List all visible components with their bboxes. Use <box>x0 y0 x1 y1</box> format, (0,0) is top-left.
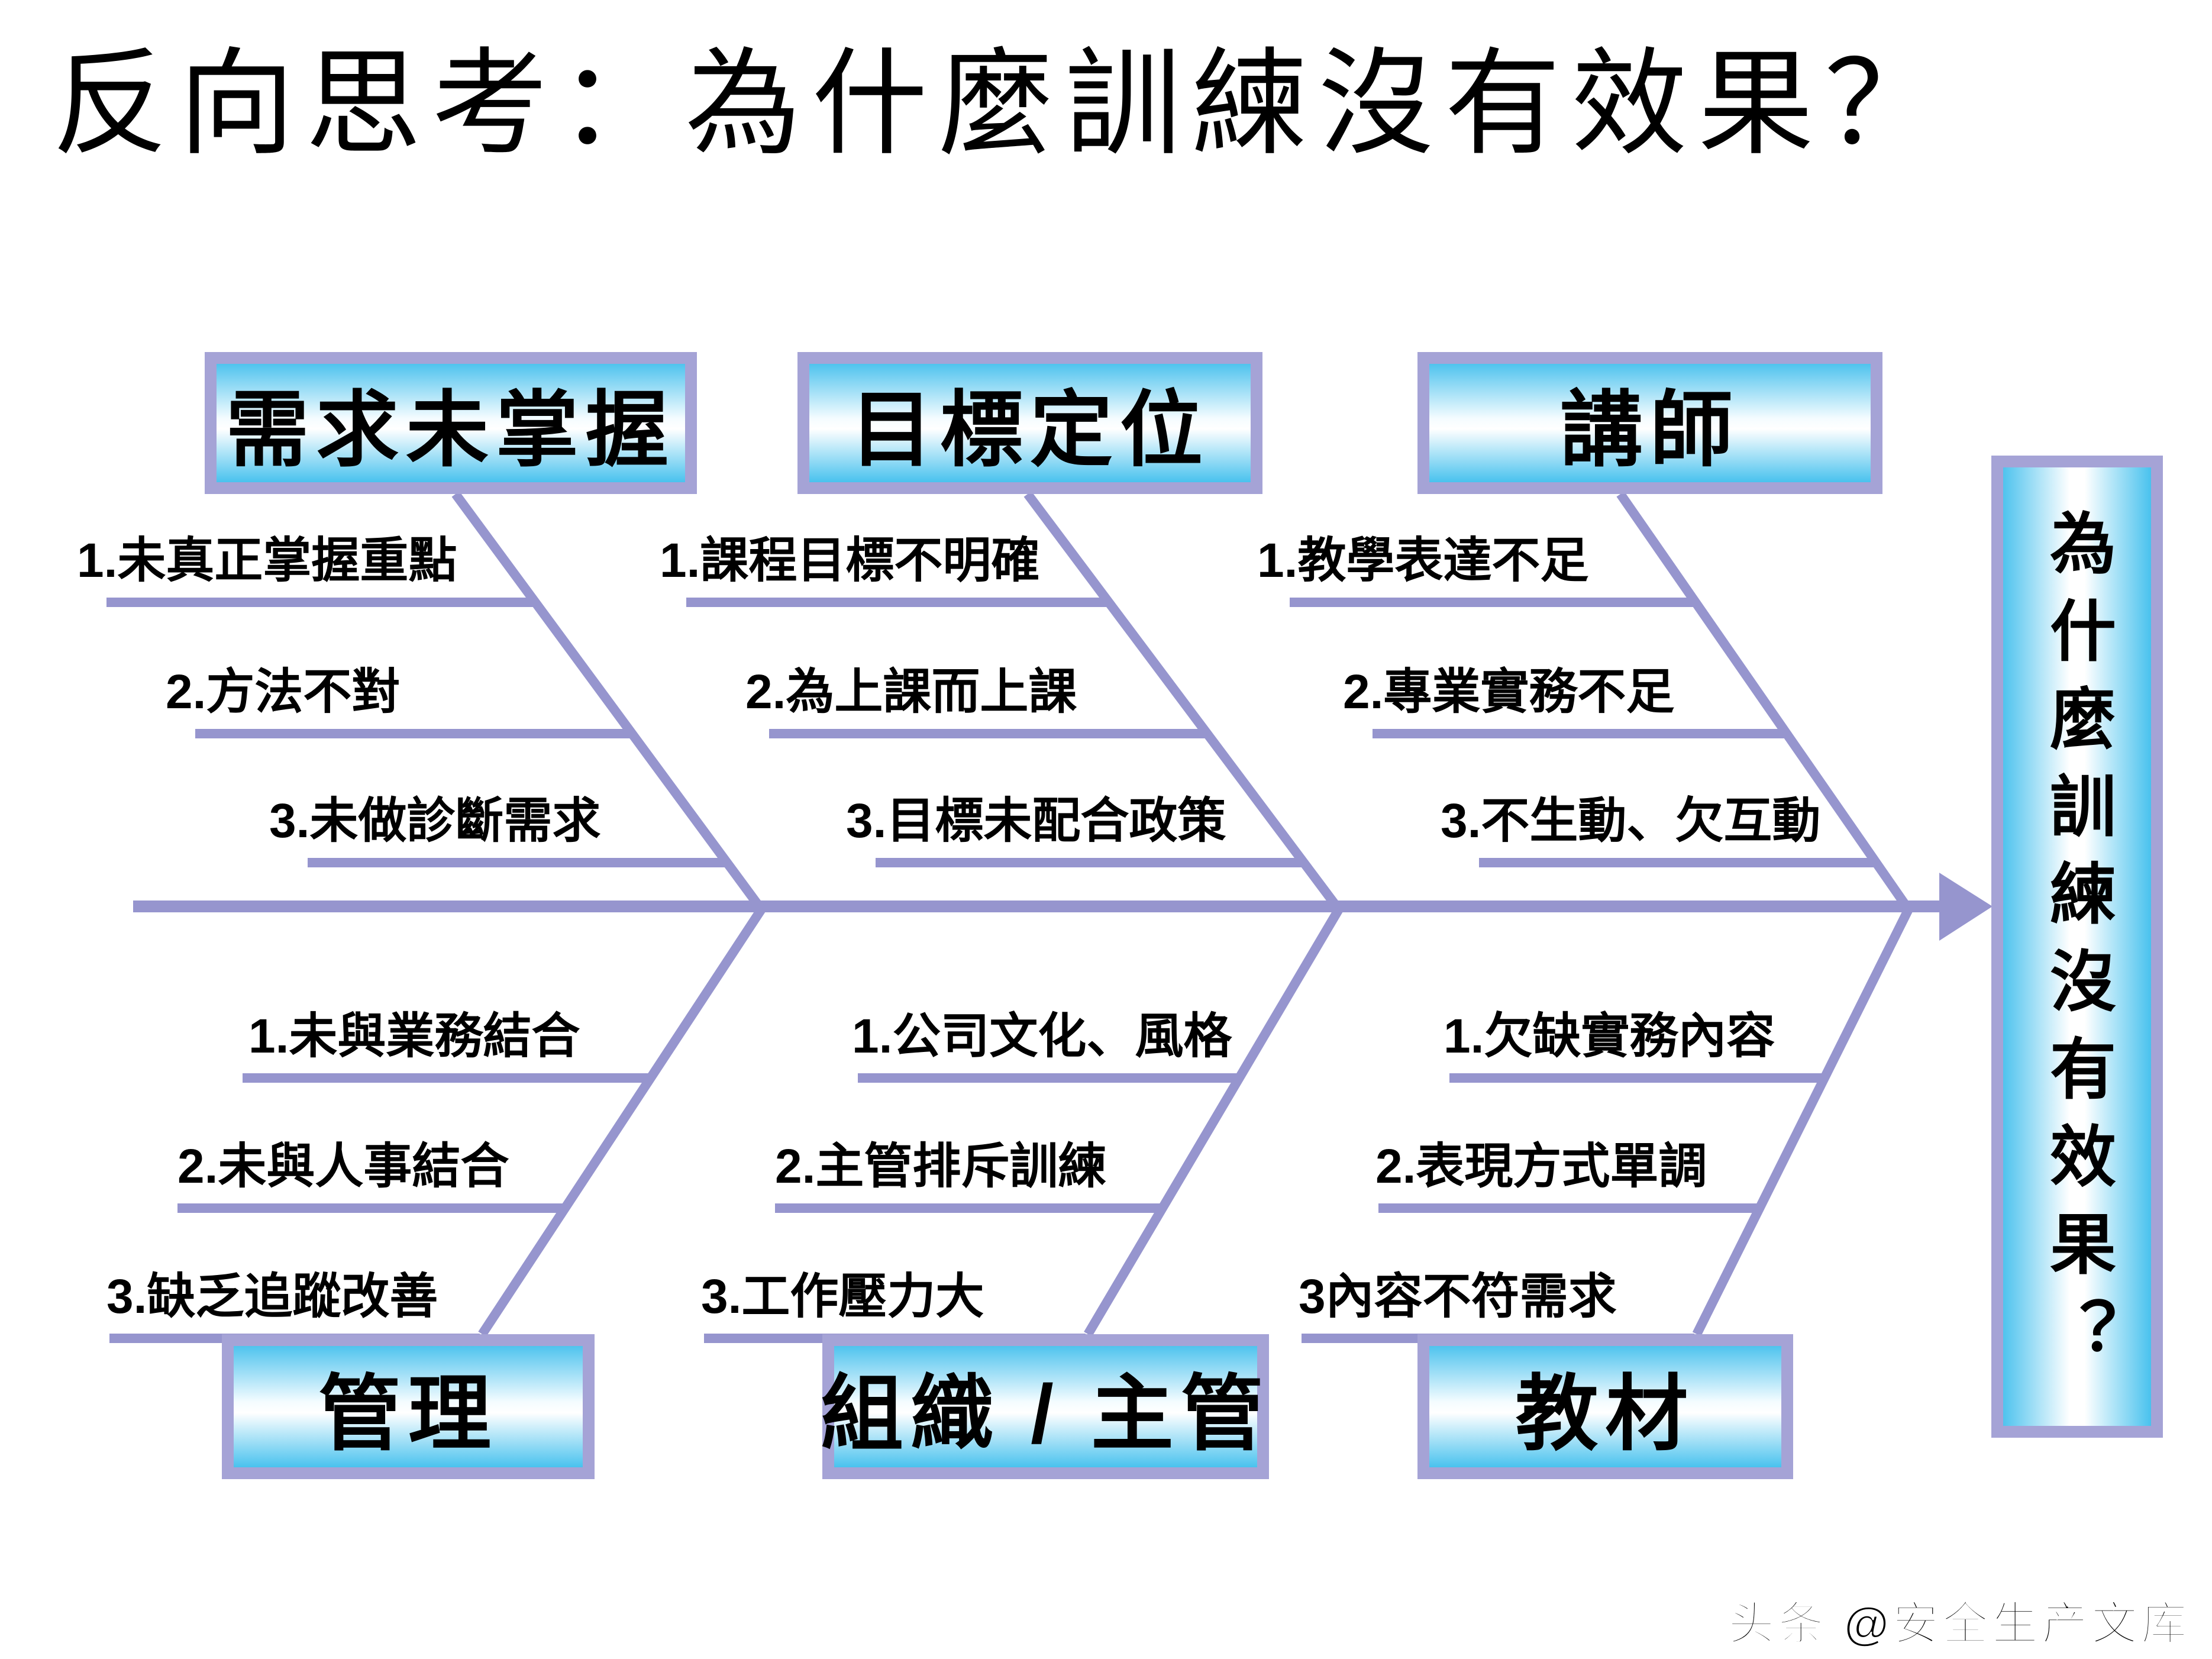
cause-item: 3.未做診斷需求 <box>269 794 601 848</box>
bottom-branch-1-bone <box>478 906 766 1337</box>
cause-item: 1.教學表達不足 <box>1257 534 1589 588</box>
category-label: 管理 <box>318 1367 498 1460</box>
cause-item: 2.為上課而上課 <box>745 665 1077 719</box>
cause-item: 2.主管排斥訓練 <box>775 1140 1107 1193</box>
effect-box: 為什麼訓練沒有效果？ <box>1991 456 2163 1438</box>
category-box-materials: 教材 <box>1417 1334 1793 1479</box>
top-branch-1-bone <box>451 491 766 912</box>
category-label: 組織 / 主管 <box>821 1367 1271 1460</box>
cause-item: 1.未與業務結合 <box>248 1009 580 1063</box>
spine-arrowhead-icon <box>1939 873 1993 941</box>
effect-label: 為什麼訓練沒有效果？ <box>2040 509 2114 1384</box>
category-box-management: 管理 <box>222 1334 595 1479</box>
category-box-instructor: 講師 <box>1417 352 1882 494</box>
cause-item: 3.不生動、欠互動 <box>1441 794 1821 848</box>
cause-item: 1.公司文化、風格 <box>852 1009 1232 1063</box>
cause-item: 3內容不符需求 <box>1299 1270 1617 1324</box>
category-box-needs: 需求未掌握 <box>205 352 697 494</box>
bottom-branch-2-bone <box>1084 906 1343 1337</box>
cause-item: 1.未真正掌握重點 <box>77 534 457 588</box>
top-branch-3-bone <box>1616 491 1913 912</box>
cause-item: 2.表現方式單調 <box>1375 1140 1707 1193</box>
page-title: 反向思考：為什麼訓練沒有效果？ <box>52 41 1952 169</box>
cause-item: 3.缺乏追蹤改善 <box>106 1270 438 1324</box>
cause-item: 3.工作壓力大 <box>701 1270 984 1324</box>
category-box-organization: 組織 / 主管 <box>821 1334 1271 1479</box>
cause-item: 3.目標未配合政策 <box>846 794 1226 848</box>
cause-item: 2.未與人事結合 <box>177 1140 509 1193</box>
cause-item: 2.方法不對 <box>166 665 401 719</box>
category-label: 需求未掌握 <box>225 383 676 476</box>
bottom-branch-3-bone <box>1692 907 1913 1337</box>
watermark: 头条 @安全生产文库 <box>1727 1597 2191 1651</box>
category-label: 講師 <box>1559 383 1740 476</box>
category-label: 目標定位 <box>850 383 1210 476</box>
top-branch-2-bone <box>1023 491 1343 912</box>
cause-item: 1.課程目標不明確 <box>660 534 1040 588</box>
cause-item: 1.欠缺實務內容 <box>1444 1009 1775 1063</box>
cause-item: 2.專業實務不足 <box>1343 665 1675 719</box>
category-label: 教材 <box>1515 1367 1696 1460</box>
category-box-goal: 目標定位 <box>797 352 1262 494</box>
